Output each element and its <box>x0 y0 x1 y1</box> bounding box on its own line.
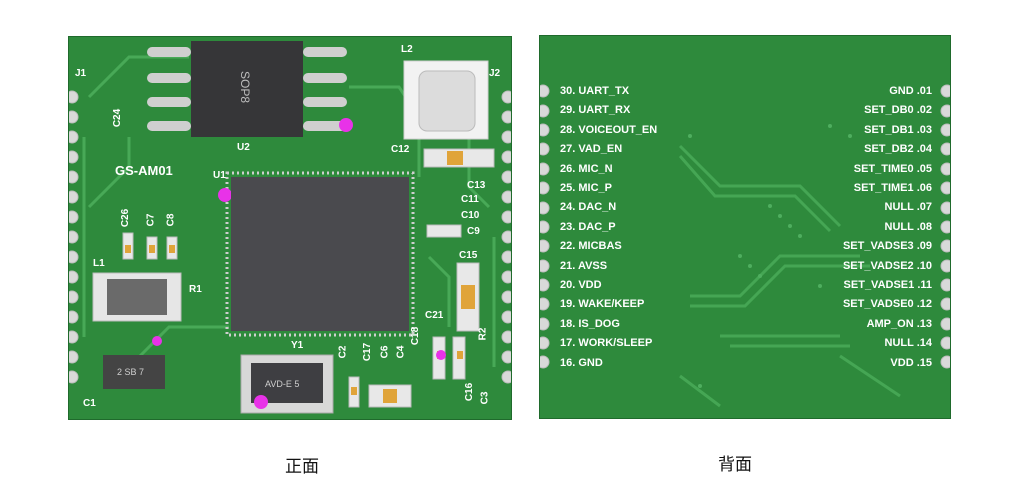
label-c7: C7 <box>145 213 157 227</box>
label-c6: C6 <box>379 345 391 359</box>
label-r1: R1 <box>189 284 202 295</box>
label-j1: J1 <box>75 68 87 79</box>
pin-label-left: 21. AVSS <box>560 259 608 272</box>
pin-label-right: NULL .14 <box>884 337 932 350</box>
label-c4: C4 <box>395 345 407 359</box>
pin-label-left: 25. MIC_P <box>560 182 612 194</box>
small-chip-marking: 2 SB 7 <box>117 367 145 377</box>
label-c3: C3 <box>479 391 491 405</box>
pin-label-right: GND .01 <box>889 85 932 97</box>
pin-label-right: VDD .15 <box>890 356 932 369</box>
pin-label-left: 28. VOICEOUT_EN <box>560 123 658 136</box>
label-r2: R2 <box>477 327 489 341</box>
crystal-marking: AVD-E 5 <box>265 379 300 389</box>
label-l2: L2 <box>401 44 413 55</box>
pin-label-right: SET_DB1 .03 <box>864 123 932 136</box>
pin-label-left: 19. WAKE/KEEP <box>560 298 645 311</box>
module-label: GS-AM01 <box>115 163 173 178</box>
pin-label-left: 18. IS_DOG <box>560 317 620 330</box>
label-c18: C18 <box>410 326 422 346</box>
pin-label-left: 16. GND <box>560 356 603 369</box>
pin-label-right: SET_VADSE0 .12 <box>842 298 932 311</box>
label-j2: J2 <box>489 68 501 79</box>
back-pcb-traces <box>540 84 950 408</box>
label-c11: C11 <box>461 194 479 205</box>
pin-label-right: SET_DB2 .04 <box>864 143 932 156</box>
pin-label-left: 26. MIC_N <box>560 162 613 175</box>
pin-label-left: 30. UART_TX <box>560 85 630 97</box>
label-c1: C1 <box>83 398 96 409</box>
pin-label-right: SET_DB0 .02 <box>864 104 932 117</box>
label-c12: C12 <box>391 144 410 155</box>
back-pcb-board: 30. UART_TX 29. UART_RX 28. VOICEOUT_EN 27.… <box>539 35 951 419</box>
pin-label-right: SET_VADSE3 .09 <box>842 240 932 253</box>
chip-u2-sop8: SOP8 <box>191 41 303 137</box>
front-pcb-board: SOP8 GS-AM01 U2 U1 J1 J2 L2 L1 Y1 C12 C1… <box>68 36 512 420</box>
pin-label-left: 29. UART_RX <box>560 104 631 117</box>
pin-label-right: NULL .08 <box>884 220 932 233</box>
label-c13: C13 <box>467 180 486 191</box>
label-c26: C26 <box>120 208 132 228</box>
label-c8: C8 <box>165 213 177 227</box>
pin-label-left: 20. VDD <box>560 279 602 291</box>
pin-label-left: 24. DAC_N <box>560 201 617 214</box>
label-y1: Y1 <box>291 340 304 351</box>
pin-label-right: SET_VADSE2 .10 <box>842 259 932 272</box>
label-c21: C21 <box>425 310 444 321</box>
front-pcb-traces <box>69 47 511 414</box>
label-c17: C17 <box>362 342 374 362</box>
chip-u2-marking: SOP8 <box>238 70 253 104</box>
pin-label-left: 22. MICBAS <box>560 240 622 253</box>
pin-label-right: SET_VADSE1 .11 <box>843 279 932 291</box>
label-l1: L1 <box>93 258 105 269</box>
pin-label-left: 17. WORK/SLEEP <box>560 337 653 350</box>
label-u1: U1 <box>213 170 226 181</box>
label-c10: C10 <box>461 210 480 221</box>
pin-label-right: SET_TIME1 .06 <box>853 182 932 194</box>
pin-label-right: NULL .07 <box>884 201 932 214</box>
back-caption: 背面 <box>718 455 752 475</box>
pin-label-left: 27. VAD_EN <box>560 143 623 156</box>
front-caption: 正面 <box>285 457 319 477</box>
label-c9: C9 <box>467 226 480 237</box>
label-c15: C15 <box>459 250 478 261</box>
label-c2: C2 <box>337 345 349 359</box>
chip-u1-qfn <box>231 177 409 331</box>
pin-label-left: 23. DAC_P <box>560 220 616 233</box>
pin-label-right: AMP_ON .13 <box>866 317 932 330</box>
label-u2: U2 <box>237 142 250 153</box>
pin-label-right: SET_TIME0 .05 <box>853 162 932 175</box>
label-c24: C24 <box>112 108 124 128</box>
label-c16: C16 <box>464 382 476 402</box>
